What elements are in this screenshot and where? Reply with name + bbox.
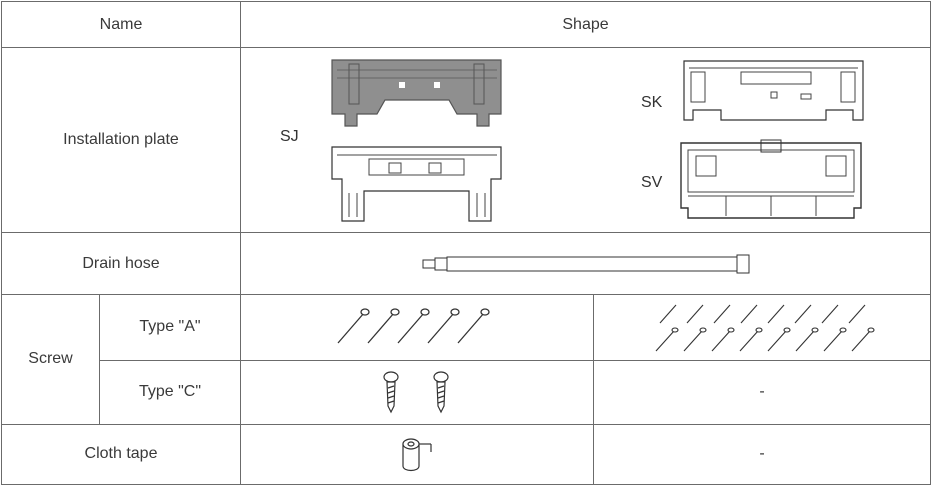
installation-plate-sj-white-image <box>331 146 502 222</box>
drain-hose-image <box>422 254 749 274</box>
table-header-row: Name Shape <box>1 0 932 49</box>
installation-plate-sv-image <box>680 139 862 219</box>
screw-type-c-dash: - <box>759 383 765 401</box>
plate-label-sv: SV <box>641 174 663 192</box>
installation-plate-name-cell: Installation plate <box>1 47 241 234</box>
screw-type-c-shape-cell <box>240 359 594 425</box>
plate-label-sk: SK <box>641 94 663 112</box>
cloth-tape-label: Cloth tape <box>84 445 158 463</box>
screw-type-a-label: Type "A" <box>139 318 201 336</box>
table-row: Type "C" - <box>2 359 932 425</box>
cloth-tape-shape-cell <box>240 423 594 486</box>
installation-plate-sk-image <box>683 60 864 121</box>
drain-hose-shape-cell <box>239 232 932 295</box>
screw-type-a-shape-cell <box>240 293 594 361</box>
cloth-tape-image <box>402 438 432 472</box>
header-shape-cell: Shape <box>239 0 932 49</box>
installation-plate-label: Installation plate <box>63 131 179 149</box>
header-name-cell: Name <box>1 0 241 49</box>
plate-label-sj: SJ <box>280 128 299 146</box>
installation-plate-shape-cell: SJ SK SV <box>239 47 932 234</box>
screw-type-a-anchor-cell <box>592 293 932 361</box>
screw-type-c-label: Type "C" <box>138 383 202 401</box>
screw-anchors-image <box>655 304 875 352</box>
cloth-tape-name-cell: Cloth tape <box>1 423 241 486</box>
table-row: Cloth tape - <box>1 423 932 486</box>
screw-type-a-name-cell: Type "A" <box>99 293 241 361</box>
screw-type-c-image <box>383 371 449 414</box>
screw-type-c-name-cell: Type "C" <box>99 359 241 425</box>
drain-hose-name-cell: Drain hose <box>1 232 241 295</box>
drain-hose-label: Drain hose <box>82 254 160 272</box>
screw-type-c-right-cell: - <box>592 359 932 425</box>
installation-plate-sj-grey-image <box>331 59 502 127</box>
screw-label: Screw <box>28 350 73 368</box>
table-row: Installation plate <box>1 47 932 234</box>
header-name: Name <box>99 15 143 33</box>
cloth-tape-dash: - <box>759 445 765 463</box>
header-shape: Shape <box>562 15 609 33</box>
table-row: Screw Type "A" <box>1 293 932 425</box>
table-row: Drain hose <box>1 232 932 295</box>
screw-type-a-image <box>337 308 490 344</box>
screw-name-cell: Screw <box>1 293 100 425</box>
cloth-tape-right-cell: - <box>592 423 932 486</box>
installation-plate-shapes: SJ SK SV <box>241 48 931 232</box>
